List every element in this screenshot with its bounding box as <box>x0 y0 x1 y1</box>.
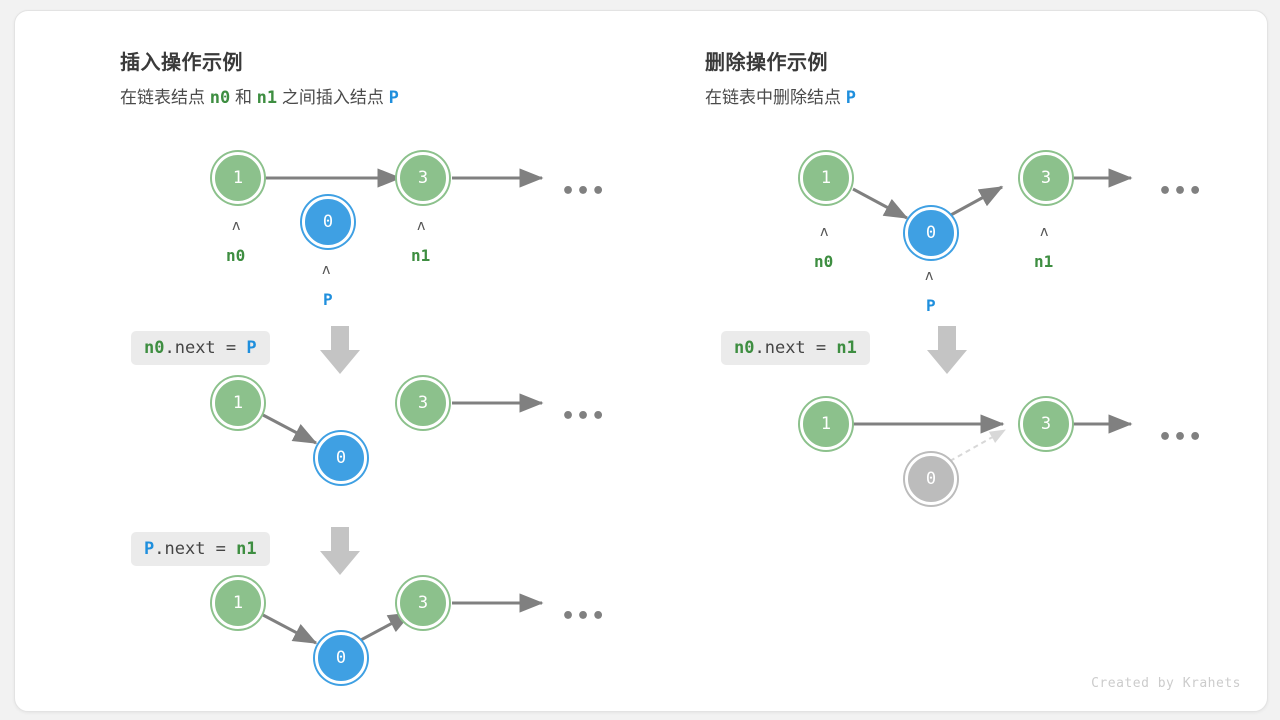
code-middle-1: .next = <box>164 338 247 358</box>
down-arrow-2 <box>320 527 360 575</box>
code-value-1: P <box>246 338 257 358</box>
del-caret-p: ʌ <box>925 268 934 284</box>
subtitle-text-2: 和 <box>230 88 257 107</box>
caret-n0-step1: ʌ <box>232 218 241 234</box>
del-code-target: n0 <box>734 338 755 358</box>
panel-insert-title: 插入操作示例 <box>120 52 243 74</box>
ellipsis-step2: ••• <box>561 404 607 429</box>
credit-text: Created by Krahets <box>1091 676 1241 691</box>
delete-subtitle-var-p: P <box>845 88 856 108</box>
del-node-removed: 0 <box>905 453 957 505</box>
varlabel-p-step1: P <box>323 290 333 309</box>
del-code-middle: .next = <box>754 338 837 358</box>
del-ellipsis-step2: ••• <box>1158 425 1204 450</box>
diagram-card: 插入操作示例 在链表结点 n0 和 n1 之间插入结点 P 1 0 3 ••• … <box>14 10 1268 712</box>
varlabel-n0-step1: n0 <box>226 246 246 265</box>
code-insert-step2: P.next = n1 <box>131 532 270 567</box>
code-value-2: n1 <box>236 539 257 559</box>
code-insert-step1: n0.next = P <box>131 331 270 366</box>
del-node-n0-step1: 1 <box>800 152 852 204</box>
subtitle-var-n0: n0 <box>209 88 231 108</box>
del-code-value: n1 <box>836 338 857 358</box>
varlabel-n1-step1: n1 <box>411 246 431 265</box>
subtitle-var-n1: n1 <box>256 88 278 108</box>
node-n1-step3: 3 <box>397 577 449 629</box>
code-target-1: n0 <box>144 338 165 358</box>
ellipsis-step3: ••• <box>561 604 607 629</box>
panel-delete-subtitle: 在链表中删除结点 P <box>705 83 856 108</box>
del-node-n0-step2: 1 <box>800 398 852 450</box>
code-target-2: P <box>144 539 155 559</box>
node-n0-step2: 1 <box>212 377 264 429</box>
ellipsis-step1: ••• <box>561 179 607 204</box>
subtitle-text-1: 在链表结点 <box>120 88 210 107</box>
delete-subtitle-text: 在链表中删除结点 <box>705 88 846 107</box>
panel-delete: 删除操作示例 在链表中删除结点 P 1 0 3 ••• ʌ n0 ʌ P ʌ n… <box>600 11 1260 711</box>
panel-delete-title: 删除操作示例 <box>705 52 828 74</box>
caret-n1-step1: ʌ <box>417 218 426 234</box>
del-node-p-step1: 0 <box>905 207 957 259</box>
del-caret-n1: ʌ <box>1040 224 1049 240</box>
down-arrow-3 <box>927 326 967 374</box>
subtitle-text-3: 之间插入结点 <box>277 88 389 107</box>
node-p-step3: 0 <box>315 632 367 684</box>
code-delete-step1: n0.next = n1 <box>721 331 870 366</box>
caret-p-step1: ʌ <box>322 262 331 278</box>
down-arrow-1 <box>320 326 360 374</box>
code-middle-2: .next = <box>154 539 237 559</box>
panel-insert-subtitle: 在链表结点 n0 和 n1 之间插入结点 P <box>120 83 399 108</box>
node-n0-step1: 1 <box>212 152 264 204</box>
node-p-step1: 0 <box>302 196 354 248</box>
del-varlabel-n0: n0 <box>814 252 834 271</box>
del-node-n1-step2: 3 <box>1020 398 1072 450</box>
panel-insert: 插入操作示例 在链表结点 n0 和 n1 之间插入结点 P 1 0 3 ••• … <box>15 11 615 711</box>
del-ellipsis-step1: ••• <box>1158 179 1204 204</box>
node-n0-step3: 1 <box>212 577 264 629</box>
node-n1-step2: 3 <box>397 377 449 429</box>
node-n1-step1: 3 <box>397 152 449 204</box>
del-varlabel-n1: n1 <box>1034 252 1054 271</box>
node-p-step2: 0 <box>315 432 367 484</box>
del-caret-n0: ʌ <box>820 224 829 240</box>
del-varlabel-p: P <box>926 296 936 315</box>
subtitle-var-p: P <box>388 88 399 108</box>
del-node-n1-step1: 3 <box>1020 152 1072 204</box>
